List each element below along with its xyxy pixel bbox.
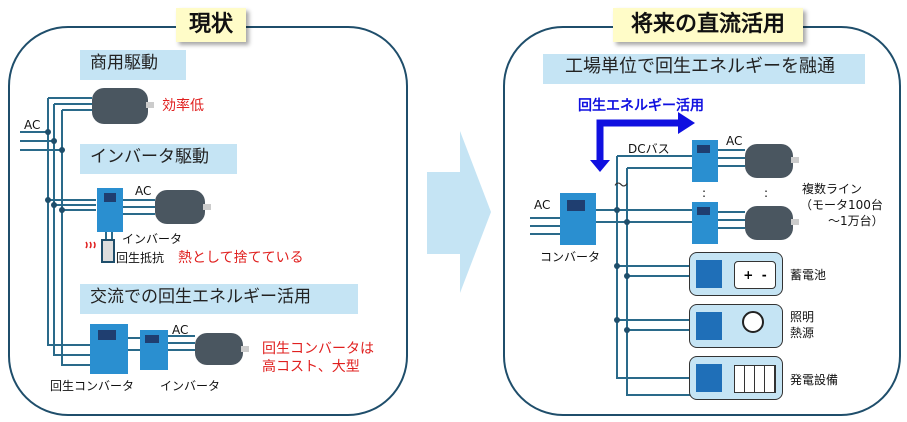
dc-dc-converter-icon	[696, 260, 722, 288]
ellipsis: :	[702, 186, 707, 200]
dc-dc-converter-icon	[696, 364, 722, 392]
battery-icon: + -	[734, 261, 776, 289]
transition-arrow-icon	[427, 131, 491, 293]
resistor-label: 回生抵抗	[116, 251, 165, 265]
svg-text:～: ～	[614, 178, 628, 194]
lines-label-1: 複数ライン	[802, 182, 863, 196]
lines-label-2: （モータ100台	[800, 198, 883, 212]
current-state-title: 現状	[176, 8, 246, 42]
inverter-device-icon	[692, 140, 718, 182]
motor-ac-label: AC	[726, 134, 743, 148]
ac-input-label: AC	[534, 198, 551, 212]
resistor-icon	[101, 239, 115, 263]
heat-waste-note: 熱として捨てている	[178, 250, 304, 266]
section-factory-sharing: 工場単位で回生エネルギーを融通	[543, 54, 865, 84]
future-dc-title: 将来の直流活用	[613, 8, 803, 42]
inverter-label: インバータ	[160, 379, 221, 393]
flow-arrow-icon	[596, 119, 680, 168]
flow-label: 回生エネルギー活用	[578, 98, 704, 114]
low-efficiency-note: 効率低	[162, 98, 204, 114]
dc-dc-converter-icon	[696, 312, 722, 340]
section-inverter-drive: インバータ駆動	[80, 144, 237, 174]
section-ac-regen: 交流での回生エネルギー活用	[80, 284, 358, 314]
motor-icon	[155, 190, 211, 224]
converter-device-icon	[560, 193, 596, 245]
regen-converter-icon	[90, 324, 128, 374]
ac-label: AC	[135, 184, 152, 198]
power-gen-unit	[689, 356, 783, 400]
dc-bus-label: DCバス	[628, 142, 670, 156]
inverter-device-icon	[692, 202, 718, 244]
battery-unit: + -	[689, 252, 783, 296]
lightbulb-icon	[742, 311, 764, 333]
converter-label: コンバータ	[540, 250, 601, 264]
ac-label: AC	[172, 323, 189, 337]
heat-icon	[85, 241, 96, 249]
motor-icon	[92, 88, 154, 124]
lighting-unit	[689, 304, 783, 348]
motor-icon	[745, 206, 799, 240]
inverter-device-icon	[97, 188, 123, 232]
motor-icon	[195, 333, 249, 365]
battery-label: 蓄電池	[790, 268, 827, 282]
power-gen-label: 発電設備	[790, 373, 839, 387]
cost-note-line2: 高コスト、大型	[262, 359, 360, 375]
solar-panel-icon	[734, 365, 776, 393]
ac-input-label: AC	[24, 118, 41, 132]
cost-note-line1: 回生コンバータは	[262, 341, 374, 357]
lighting-label-1: 照明	[790, 310, 815, 324]
inverter-label: インバータ	[122, 232, 183, 246]
section-commercial-drive: 商用駆動	[80, 50, 186, 80]
inverter-device-icon	[140, 330, 168, 370]
motor-icon	[745, 144, 799, 178]
lines-label-3: ～1万台）	[828, 214, 884, 228]
regen-converter-label: 回生コンバータ	[50, 379, 135, 393]
lighting-label-2: 熱源	[790, 326, 815, 340]
ellipsis: :	[764, 186, 769, 200]
